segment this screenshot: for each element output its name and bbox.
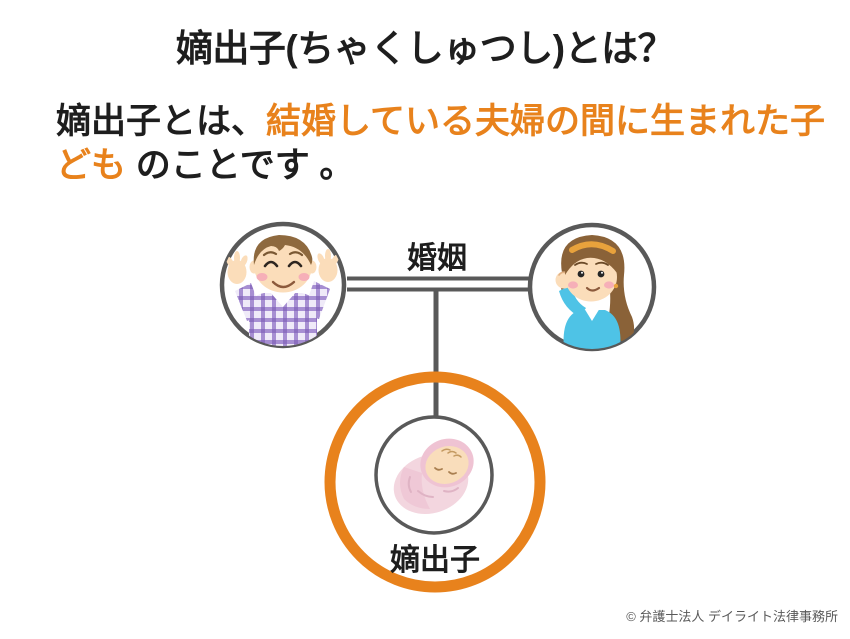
baby-node (374, 415, 494, 535)
mother-icon (555, 235, 635, 349)
father-icon (226, 235, 339, 346)
definition-line2-highlight: ども (56, 146, 127, 185)
marriage-line (347, 276, 530, 292)
family-diagram: 婚姻 (219, 221, 657, 593)
definition-line1-dark: 嫡出子とは、 (56, 102, 267, 141)
copyright-notice: © 弁護士法人 デイライト法律事務所 (626, 609, 838, 624)
father-node (219, 221, 347, 349)
definition-line1-highlight: 結婚している夫婦の間に生まれた子 (266, 102, 825, 141)
highlight-ring (324, 371, 546, 593)
definition-line2-dark: のことです 。 (126, 146, 355, 185)
marriage-label: 婚姻 (407, 242, 467, 275)
baby-icon (393, 438, 474, 514)
mother-node (527, 222, 657, 352)
definition-text: 嫡出子とは、結婚している夫婦の間に生まれた子ども のことです 。 (56, 100, 836, 188)
page-title: 嫡出子(ちゃくしゅつし)とは？ (175, 28, 675, 69)
child-label: 嫡出子 (390, 543, 480, 577)
